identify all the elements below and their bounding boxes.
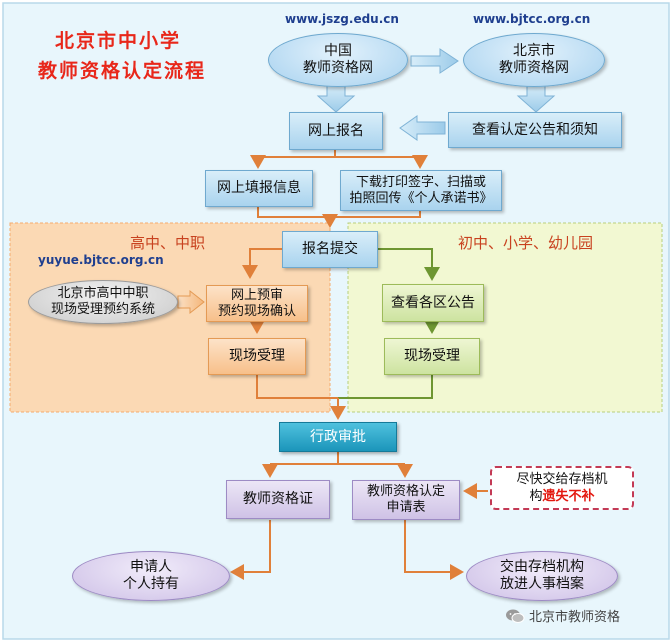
url-bjtcc[interactable]: www.bjtcc.org.cn xyxy=(473,12,591,26)
booking-system-line1: 北京市高中中职 xyxy=(57,286,149,301)
archive-note-line1: 尽快交给存档机 xyxy=(516,472,608,487)
archive-note-prefix: 构 xyxy=(529,489,543,504)
region-high-school-label: 高中、中职 xyxy=(130,234,206,252)
archive-file-node: 交由存档机构放进人事档案 xyxy=(466,551,618,601)
beijing-site-line2: 教师资格网 xyxy=(499,60,569,76)
title-line2: 教师资格认定流程 xyxy=(38,60,207,82)
archive-file-line2: 放进人事档案 xyxy=(500,576,584,592)
arrow-submit-to-district xyxy=(378,248,440,281)
arrow-merge-to-submit xyxy=(257,207,421,226)
block-arrow-notice-to-register xyxy=(399,115,446,141)
online-booking-node: 网上预审预约现场确认 xyxy=(206,285,308,322)
arrow-approval-split xyxy=(270,452,405,465)
beijing-site-line1: 北京市 xyxy=(513,43,555,59)
online-booking-line1: 网上预审 xyxy=(230,287,283,303)
arrow-form-to-archive xyxy=(404,520,464,580)
block-arrow-china-to-beijing xyxy=(410,48,459,74)
online-register-node: 网上报名 xyxy=(289,112,383,150)
submit-node: 报名提交 xyxy=(282,231,378,268)
block-arrow-system-to-booking xyxy=(177,289,205,315)
admin-approval-node: 行政审批 xyxy=(279,422,397,452)
wechat-icon xyxy=(506,609,525,623)
application-form-node: 教师资格认定申请表 xyxy=(352,480,460,520)
title-line1: 北京市中小学 xyxy=(55,30,182,52)
url-yuyue[interactable]: yuyue.bjtcc.org.cn xyxy=(38,253,164,267)
arrow-certificate-to-personal xyxy=(230,520,271,580)
china-site-line2: 教师资格网 xyxy=(303,60,373,76)
personal-hold-line1: 申请人 xyxy=(130,559,172,575)
archive-file-line1: 交由存档机构 xyxy=(500,559,584,575)
personal-hold-node: 申请人个人持有 xyxy=(72,551,230,601)
beijing-teacher-site-node: 北京市教师资格网 xyxy=(463,33,605,87)
arrow-onsite-right-down xyxy=(338,375,433,399)
region-junior-school-label: 初中、小学、幼儿园 xyxy=(458,234,594,252)
online-booking-line2: 预约现场确认 xyxy=(217,303,296,319)
application-form-line2: 申请表 xyxy=(386,500,426,515)
region-junior-school-bg xyxy=(347,222,663,413)
download-commitment-node: 下载打印签字、扫描或拍照回传《个人承诺书》 xyxy=(340,170,502,211)
arrow-register-split xyxy=(258,150,420,158)
watermark: 北京市教师资格 xyxy=(505,606,620,625)
fill-info-node: 网上填报信息 xyxy=(205,170,313,207)
download-line1: 下载打印签字、扫描或 xyxy=(355,174,486,190)
china-teacher-site-node: 中国教师资格网 xyxy=(268,33,408,87)
view-notice-node: 查看认定公告和须知 xyxy=(448,112,622,148)
onsite-right-node: 现场受理 xyxy=(384,338,480,375)
booking-system-line2: 现场受理预约系统 xyxy=(50,302,155,317)
china-site-line1: 中国 xyxy=(324,43,352,59)
archive-note-emphasis: 遗失不补 xyxy=(542,489,595,504)
download-line2: 拍照回传《个人承诺书》 xyxy=(349,190,493,206)
application-form-line1: 教师资格认定 xyxy=(366,484,445,499)
watermark-text: 北京市教师资格 xyxy=(529,610,621,625)
onsite-left-node: 现场受理 xyxy=(208,338,306,375)
personal-hold-line2: 个人持有 xyxy=(123,576,179,592)
arrow-submit-to-booking xyxy=(242,248,282,279)
block-arrow-beijing-down xyxy=(516,84,556,113)
url-jszg[interactable]: www.jszg.edu.cn xyxy=(285,12,399,26)
booking-system-node: 北京市高中中职现场受理预约系统 xyxy=(28,280,178,324)
arrow-onsite-left-down xyxy=(256,375,338,399)
certificate-node: 教师资格证 xyxy=(226,480,330,519)
archive-note-box: 尽快交给存档机 构遗失不补 xyxy=(490,466,634,510)
view-district-node: 查看各区公告 xyxy=(382,284,484,322)
